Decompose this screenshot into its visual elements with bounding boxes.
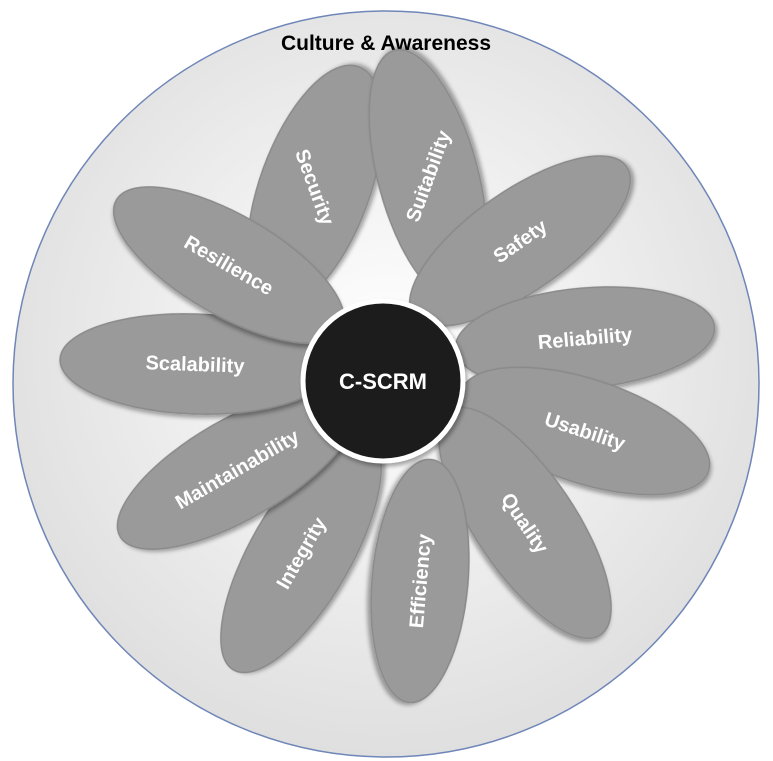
center-circle <box>300 298 466 464</box>
diagram-title: Culture & Awareness <box>281 32 491 55</box>
center-label: C-SCRM <box>339 369 427 394</box>
petal-label-scalability: Scalability <box>145 352 246 377</box>
petal-efficiency <box>370 458 470 704</box>
